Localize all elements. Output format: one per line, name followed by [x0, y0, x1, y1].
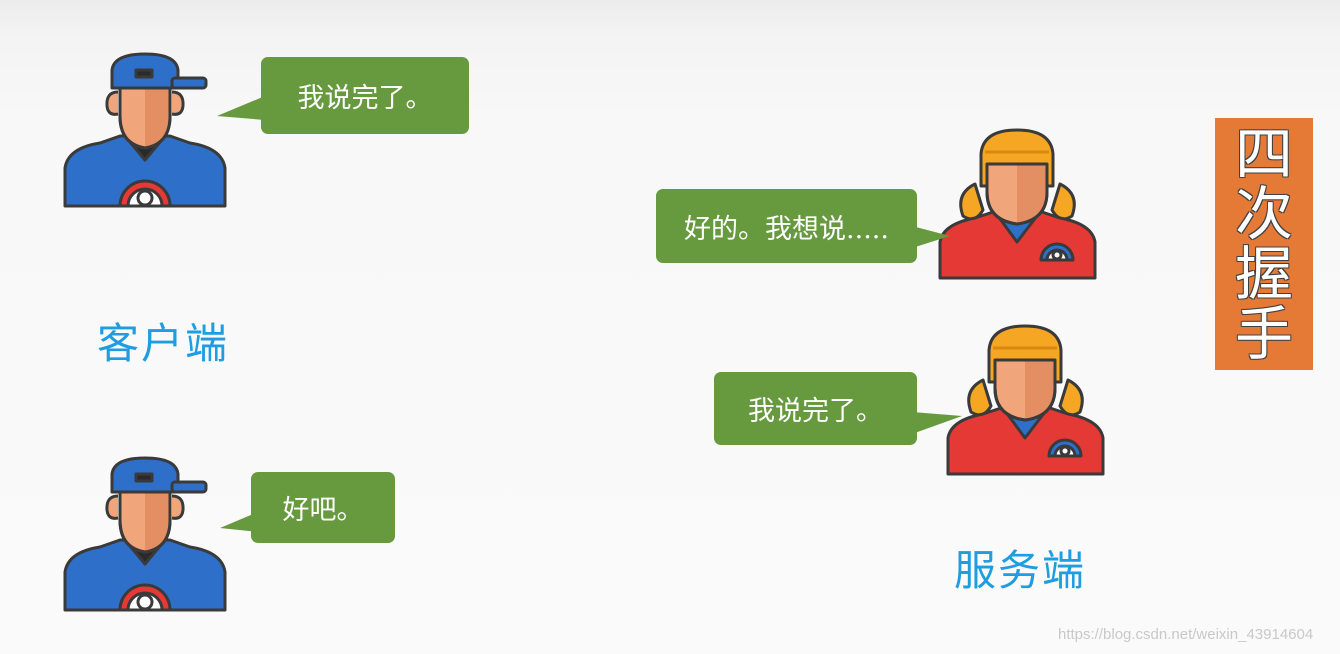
watermark: https://blog.csdn.net/weixin_43914604	[1058, 626, 1314, 643]
client-label: 客户端	[97, 319, 230, 368]
server-bottom-bubble-tail	[912, 412, 962, 434]
server-top-bubble-tail	[912, 226, 950, 248]
server-avatar-top	[938, 128, 1097, 280]
server-avatar-bottom	[946, 324, 1105, 476]
server-label: 服务端	[954, 546, 1087, 595]
title-char: 次	[1234, 180, 1293, 248]
server-bottom-bubble: 我说完了。	[714, 372, 917, 445]
title-char: 四	[1234, 120, 1293, 188]
title-char: 手	[1234, 300, 1293, 368]
client-avatar-top	[63, 52, 227, 208]
client-top-bubble-tail	[217, 96, 265, 120]
client-bottom-bubble-tail	[220, 512, 258, 532]
server-top-bubble-text: 好的。我想说.....	[684, 213, 889, 245]
title-char: 握	[1234, 240, 1293, 308]
server-top-bubble: 好的。我想说.....	[656, 189, 917, 263]
server-bottom-bubble-text: 我说完了。	[748, 396, 883, 427]
client-bottom-bubble-text: 好吧。	[282, 495, 364, 526]
client-top-bubble: 我说完了。	[261, 57, 469, 134]
client-avatar-bottom	[63, 456, 227, 612]
title-box: 四 次 握 手	[1215, 118, 1313, 370]
client-bottom-bubble: 好吧。	[251, 472, 395, 543]
client-top-bubble-text: 我说完了。	[297, 83, 433, 114]
